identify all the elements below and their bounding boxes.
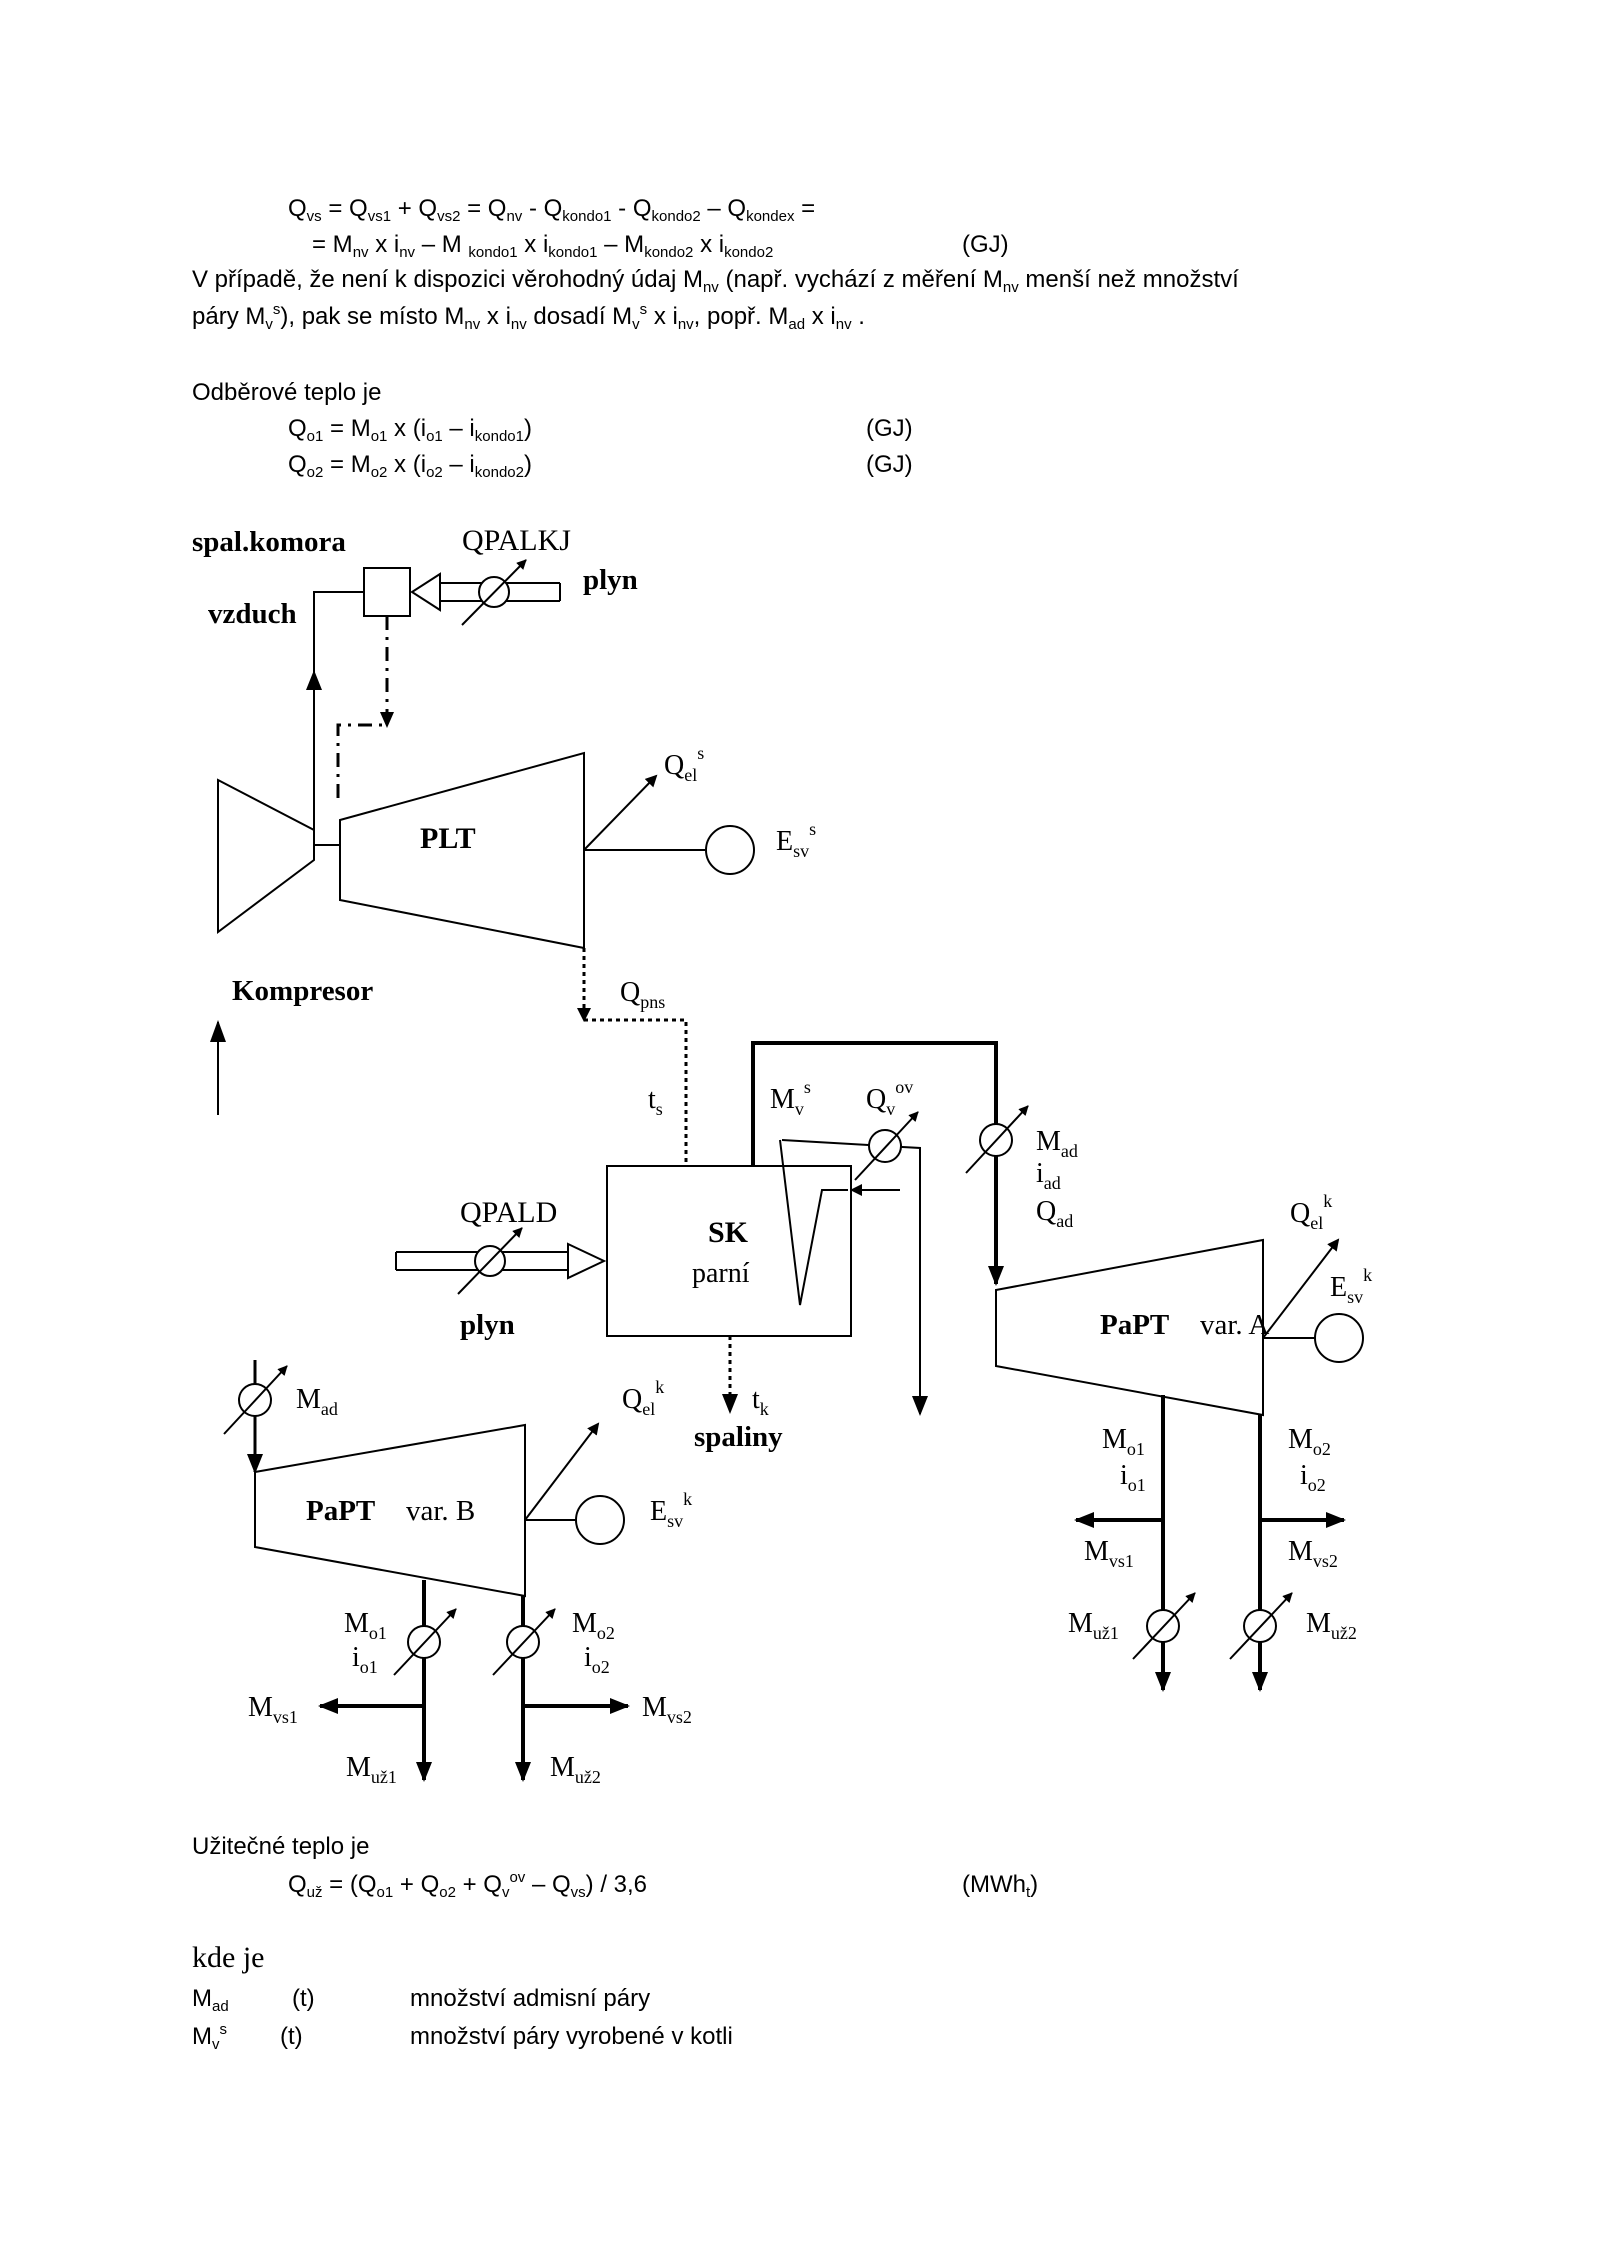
label-i-o2-b: io2 <box>584 1642 610 1677</box>
label-var-b: var. B <box>406 1495 475 1527</box>
label-q-el-s: Qels <box>664 743 704 785</box>
label-plyn-top: plyn <box>583 564 638 596</box>
papt-turbine-a-shape <box>995 1238 1264 1417</box>
label-m-uz1-a: Muž1 <box>1068 1608 1119 1643</box>
label-spaliny: spaliny <box>694 1421 783 1453</box>
label-m-vs1-a: Mvs1 <box>1084 1536 1134 1571</box>
label-m-ad-b: Mad <box>296 1384 338 1419</box>
compressor-shape <box>217 778 315 934</box>
legend-row-mad: Mad <box>192 1985 229 2015</box>
label-q-palkj: QPALKJ <box>462 524 571 557</box>
label-m-vs2-b: Mvs2 <box>642 1692 692 1727</box>
meter-mad-a <box>965 1105 1029 1174</box>
label-i-ad: iad <box>1036 1158 1061 1193</box>
label-kompresor: Kompresor <box>232 975 373 1007</box>
label-m-o2-b: Mo2 <box>572 1608 615 1643</box>
label-m-v-s: Mvs <box>770 1077 811 1119</box>
equation-qo1: Qo1 = Mo1 x (io1 – ikondo1) <box>288 415 532 445</box>
label-var-a: var. A <box>1200 1309 1269 1341</box>
label-t-k: tk <box>752 1384 769 1419</box>
steam-header-line <box>751 1041 998 1284</box>
label-m-o2-a: Mo2 <box>1288 1424 1331 1459</box>
label-e-sv-k-b: Esvk <box>650 1489 692 1531</box>
equation-qvs-unit: (GJ) <box>962 231 1009 258</box>
dash-line-chamber-plt <box>336 616 389 800</box>
useful-heat-heading: Užitečné teplo je <box>192 1833 370 1860</box>
odber-heading: Odběrové teplo je <box>192 379 382 406</box>
meter-qv-ov <box>854 1111 919 1181</box>
label-m-o1-a: Mo1 <box>1102 1424 1145 1459</box>
label-vzduch: vzduch <box>208 598 297 630</box>
label-q-ad: Qad <box>1036 1196 1073 1231</box>
meter-mo1-b <box>393 1608 457 1676</box>
label-e-sv-s: Esvs <box>776 819 816 861</box>
label-sk: SK <box>708 1216 749 1249</box>
label-q-el-k-b: Qelk <box>622 1377 664 1419</box>
label-i-o1-b: io1 <box>352 1642 378 1677</box>
equation-quz-unit: (MWht) <box>962 1871 1039 1901</box>
papt-turbine-b-shape <box>254 1423 526 1598</box>
equation-qo1-unit: (GJ) <box>866 415 913 442</box>
label-papt-b: PaPT <box>306 1495 375 1527</box>
gas-inlet-arrow-boiler <box>395 1227 607 1295</box>
legend-row-mvs-unit: (t) <box>280 2023 303 2050</box>
equation-qo2-unit: (GJ) <box>866 451 913 478</box>
meter-mo2-b <box>492 1608 556 1676</box>
generator-papt-a <box>1314 1313 1364 1363</box>
label-plyn-bottom: plyn <box>460 1309 515 1341</box>
label-parni: parní <box>692 1258 750 1289</box>
equation-qvs-line1: Qvs = Qvs1 + Qvs2 = Qnv - Qkondo1 - Qkon… <box>288 195 816 225</box>
equation-qvs-line2: = Mnv x inv – M kondo1 x ikondo1 – Mkond… <box>312 231 774 261</box>
label-m-vs2-a: Mvs2 <box>1288 1536 1338 1571</box>
label-q-el-k-a: Qelk <box>1290 1191 1332 1233</box>
equation-quz: Quž = (Qo1 + Qo2 + Qvov – Qvs) / 3,6 <box>288 1869 648 1901</box>
label-t-s: ts <box>648 1084 663 1119</box>
legend-row-mad-desc: množství admisní páry <box>410 1985 651 2012</box>
label-spal-komora: spal.komora <box>192 526 346 558</box>
label-m-o1-b: Mo1 <box>344 1608 387 1643</box>
label-m-vs1-b: Mvs1 <box>248 1692 298 1727</box>
legend-row-mad-unit: (t) <box>292 1985 315 2012</box>
label-papt-a: PaPT <box>1100 1309 1169 1341</box>
air-line <box>306 591 364 830</box>
label-e-sv-k-a: Esvk <box>1330 1265 1372 1307</box>
note-line1: V případě, že není k dispozici věrohodný… <box>192 266 1239 296</box>
label-i-o2-a: io2 <box>1300 1460 1326 1495</box>
note-line2: páry Mvs), pak se místo Mnv x inv dosadí… <box>192 301 865 333</box>
equation-qo2: Qo2 = Mo2 x (io2 – ikondo2) <box>288 451 532 481</box>
label-q-v-ov: Qvov <box>866 1077 913 1119</box>
legend-row-mvs-desc: množství páry vyrobené v kotli <box>410 2023 733 2050</box>
label-plt: PLT <box>420 822 476 855</box>
plant-schematic: spal.komora vzduch QPALKJ plyn Qels PLT … <box>192 524 1372 1787</box>
boiler-sk-box <box>606 1165 852 1337</box>
generator-plt <box>705 825 755 875</box>
label-q-pns: Qpns <box>620 977 665 1012</box>
meter-muz1-a <box>1132 1592 1196 1660</box>
kde-je-heading: kde je <box>192 1941 265 1974</box>
label-m-uz2-a: Muž2 <box>1306 1608 1357 1643</box>
label-m-uz1-b: Muž1 <box>346 1752 397 1787</box>
meter-mad-b <box>223 1365 288 1435</box>
label-m-ad-a: Mad <box>1036 1126 1078 1161</box>
meter-palkj <box>461 559 527 626</box>
meter-muz2-a <box>1229 1592 1293 1660</box>
legend-row-mvs: Mvs <box>192 2021 227 2053</box>
generator-papt-b <box>575 1495 625 1545</box>
dotted-line-qpns <box>582 948 688 1166</box>
label-m-uz2-b: Muž2 <box>550 1752 601 1787</box>
superheater-coil <box>779 1139 848 1306</box>
combustion-chamber-box <box>363 567 411 617</box>
label-i-o1-a: io1 <box>1120 1460 1146 1495</box>
label-q-pald: QPALD <box>460 1196 557 1229</box>
